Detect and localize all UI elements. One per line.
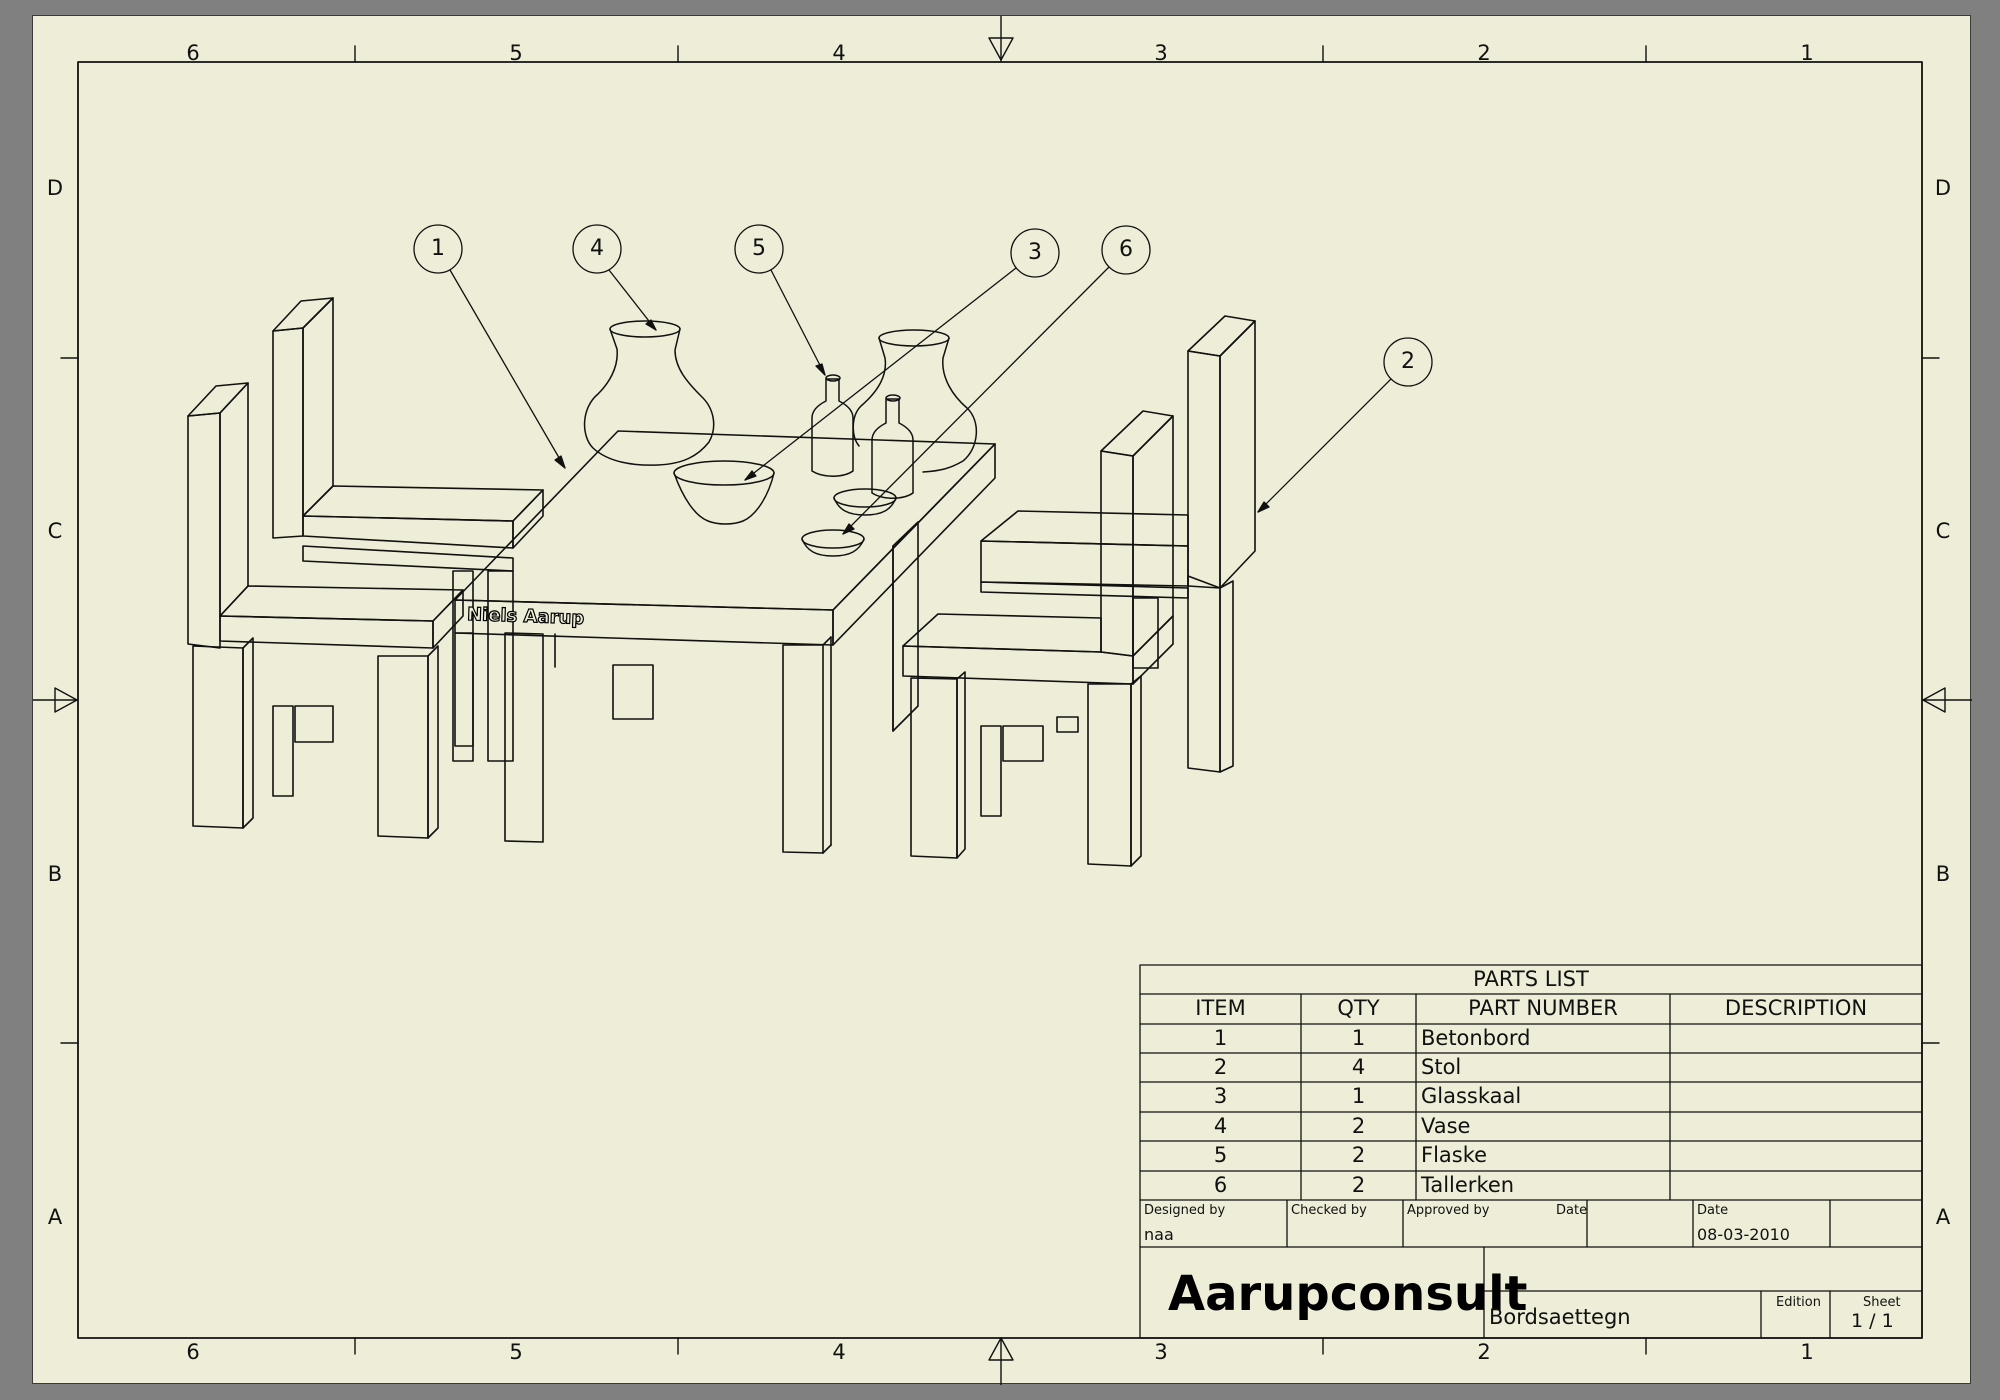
row-3-part: Glasskaal <box>1421 1084 1522 1108</box>
row-6-item: 6 <box>1213 1173 1228 1197</box>
row-6-qty: 2 <box>1351 1173 1366 1197</box>
row-3-item: 3 <box>1213 1084 1228 1108</box>
row-4-qty: 2 <box>1351 1114 1366 1138</box>
table-top <box>454 430 996 611</box>
zone-col-6: 6 <box>186 41 200 65</box>
zone-col-4: 4 <box>832 41 846 65</box>
balloon-1: 1 <box>431 236 445 261</box>
balloon-5: 5 <box>752 236 766 261</box>
sheet-value: 1 / 1 <box>1851 1310 1894 1332</box>
balloon-leaders <box>413 224 1433 535</box>
row-5-part: Flaske <box>1421 1143 1488 1167</box>
chair-right-back <box>980 315 1256 773</box>
vase-left <box>583 320 715 466</box>
bottle-right <box>871 394 914 499</box>
row-5-qty: 2 <box>1351 1143 1366 1167</box>
balloon-2: 2 <box>1401 349 1415 374</box>
designed-by-value: naa <box>1144 1225 1174 1244</box>
approval-date-label: Date <box>1556 1203 1588 1218</box>
header-part-number: PART NUMBER <box>1468 996 1618 1020</box>
table-engraving: Niels Aarup <box>466 603 585 630</box>
zone-row-b-right: B <box>1935 862 1951 886</box>
row-5-item: 5 <box>1213 1143 1228 1167</box>
zone-col-6-bottom: 6 <box>186 1340 200 1364</box>
row-2-qty: 4 <box>1351 1055 1366 1079</box>
header-qty: QTY <box>1337 996 1380 1020</box>
row-1-qty: 1 <box>1351 1026 1366 1050</box>
date-value: 08-03-2010 <box>1697 1225 1790 1244</box>
zone-row-b: B <box>47 862 63 886</box>
zone-row-c: C <box>47 519 63 543</box>
checked-by-label: Checked by <box>1291 1203 1367 1218</box>
parts-list-grid <box>1139 964 1923 1339</box>
drawing-border <box>77 61 1923 1339</box>
row-1-part: Betonbord <box>1421 1026 1531 1050</box>
chair-right-front <box>902 410 1174 867</box>
zone-col-1-bottom: 1 <box>1800 1340 1814 1364</box>
edition-label: Edition <box>1776 1295 1821 1310</box>
row-6-part: Tallerken <box>1421 1173 1515 1197</box>
balloon-4: 4 <box>590 236 604 261</box>
drawing-title: Bordsaettegn <box>1489 1305 1631 1329</box>
designed-by-label: Designed by <box>1144 1203 1226 1218</box>
chair-left-back <box>272 297 544 762</box>
balloon-6: 6 <box>1119 237 1133 262</box>
zone-col-1: 1 <box>1800 41 1814 65</box>
drawing-graphics <box>33 16 1972 1385</box>
header-description: DESCRIPTION <box>1724 996 1868 1020</box>
zone-col-2-bottom: 2 <box>1477 1340 1491 1364</box>
zone-row-a: A <box>47 1205 63 1229</box>
parts-list-title: PARTS LIST <box>1473 967 1589 991</box>
zone-row-a-right: A <box>1935 1205 1951 1229</box>
date-label: Date <box>1697 1203 1729 1218</box>
approved-by-label: Approved by <box>1407 1203 1490 1218</box>
drawing-sheet: 6 5 4 3 2 1 6 5 4 3 2 1 D C B A D C B A … <box>32 15 1972 1385</box>
zone-col-3-bottom: 3 <box>1154 1340 1168 1364</box>
zone-col-3: 3 <box>1154 41 1168 65</box>
zone-col-5: 5 <box>509 41 523 65</box>
zone-row-d-right: D <box>1934 176 1952 200</box>
row-4-item: 4 <box>1213 1114 1228 1138</box>
zone-col-5-bottom: 5 <box>509 1340 523 1364</box>
zone-col-2: 2 <box>1477 41 1491 65</box>
table-betonbord <box>454 430 996 854</box>
zone-col-4-bottom: 4 <box>832 1340 846 1364</box>
sheet-label: Sheet <box>1863 1295 1901 1310</box>
row-2-part: Stol <box>1421 1055 1462 1079</box>
plates <box>801 488 897 557</box>
zone-row-d: D <box>46 176 64 200</box>
zone-row-c-right: C <box>1935 519 1951 543</box>
row-4-part: Vase <box>1421 1114 1471 1138</box>
company-name: Aarupconsult <box>1168 1266 1528 1322</box>
row-3-qty: 1 <box>1351 1084 1366 1108</box>
bottle-left <box>811 374 854 477</box>
row-2-item: 2 <box>1213 1055 1228 1079</box>
vase-right <box>852 329 978 473</box>
glass-bowl <box>673 460 775 525</box>
zone-ticks <box>33 16 1972 1385</box>
row-1-item: 1 <box>1213 1026 1228 1050</box>
header-item: ITEM <box>1195 996 1246 1020</box>
balloon-3: 3 <box>1028 240 1042 265</box>
chair-left-front <box>187 382 464 839</box>
